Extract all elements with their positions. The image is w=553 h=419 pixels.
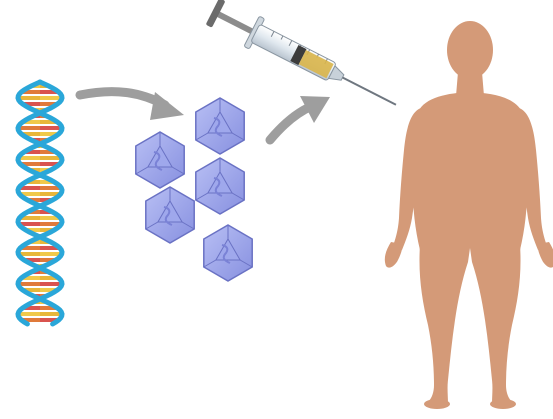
viral-vector-capsid-icon — [204, 225, 252, 281]
arrow-vectors-to-syringe — [270, 96, 330, 140]
arrow-dna-to-vectors — [80, 92, 184, 120]
viral-vector-capsid-icon — [146, 187, 194, 243]
human-body-silhouette-icon — [385, 21, 553, 409]
viral-vector-capsid-icon — [196, 158, 244, 214]
viral-vector-capsid-icon — [136, 132, 184, 188]
viral-vector-cluster — [136, 98, 252, 281]
viral-vector-capsid-icon — [196, 98, 244, 154]
dna-double-helix-icon — [18, 82, 62, 324]
